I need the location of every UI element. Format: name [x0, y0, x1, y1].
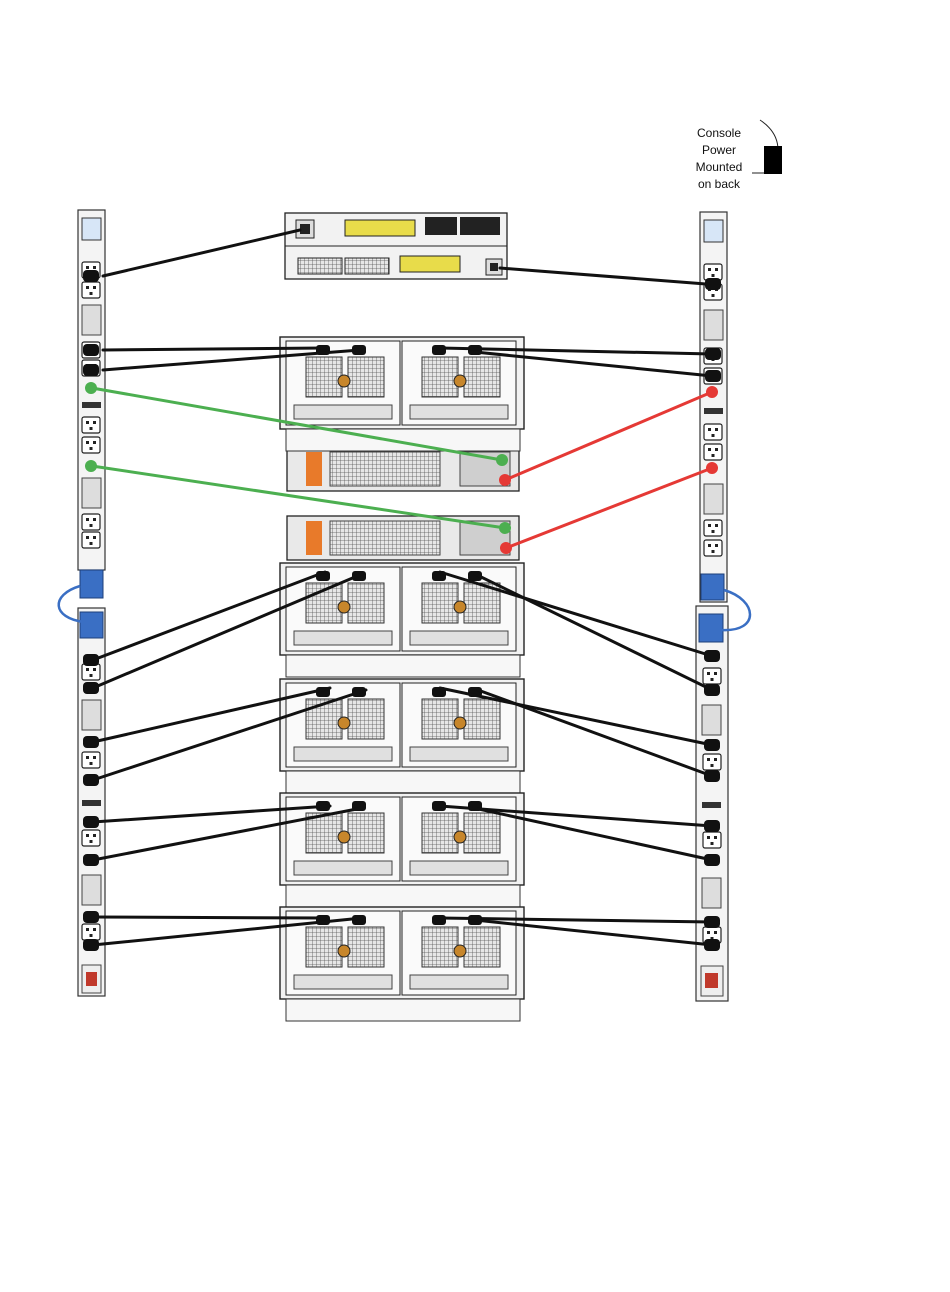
cable-plug-7	[83, 654, 99, 666]
cable-plug-11	[83, 736, 99, 748]
red-plug-3	[499, 474, 511, 486]
cable-plug-8	[83, 682, 99, 694]
cable-plug-20	[83, 939, 99, 951]
cable-plug-1	[83, 270, 99, 282]
cable-plug-22	[704, 939, 720, 951]
red-plug-2	[706, 462, 718, 474]
network-switch-1	[287, 447, 519, 491]
power-cable-10	[506, 468, 712, 548]
pdu-left-lower	[78, 608, 105, 996]
red-plug-4	[500, 542, 512, 554]
power-cable-3	[103, 348, 325, 350]
green-plug-1	[85, 382, 97, 394]
cable-plug-14	[704, 770, 720, 782]
red-plug-1	[706, 386, 718, 398]
cable-plug-3	[83, 344, 99, 356]
cable-plug-6	[705, 370, 721, 382]
network-switch-2	[287, 516, 519, 560]
power-cable-1	[103, 230, 300, 276]
power-cable-9	[505, 392, 712, 480]
cable-plug-9	[704, 650, 720, 662]
pdu-right-upper	[700, 212, 727, 602]
console-power-unit	[752, 120, 782, 174]
cable-plug-17	[704, 820, 720, 832]
pdu-left-upper	[78, 210, 105, 598]
cable-plug-5	[705, 348, 721, 360]
cable-plug-10	[704, 684, 720, 696]
cable-plug-13	[704, 739, 720, 751]
power-cable-23	[93, 917, 325, 918]
disk-enclosure-5	[280, 907, 524, 1021]
green-plug-3	[496, 454, 508, 466]
cable-plug-16	[83, 854, 99, 866]
cable-plug-21	[704, 916, 720, 928]
power-cable-2	[500, 268, 706, 284]
cable-plug-19	[83, 911, 99, 923]
disk-enclosure-3	[280, 679, 524, 793]
green-plug-2	[85, 460, 97, 472]
green-plug-4	[499, 522, 511, 534]
cable-plug-2	[705, 278, 721, 290]
cable-plug-12	[83, 774, 99, 786]
storage-controller-head	[285, 213, 507, 279]
cable-plug-18	[704, 854, 720, 866]
cable-plug-4	[83, 364, 99, 376]
cable-plug-15	[83, 816, 99, 828]
